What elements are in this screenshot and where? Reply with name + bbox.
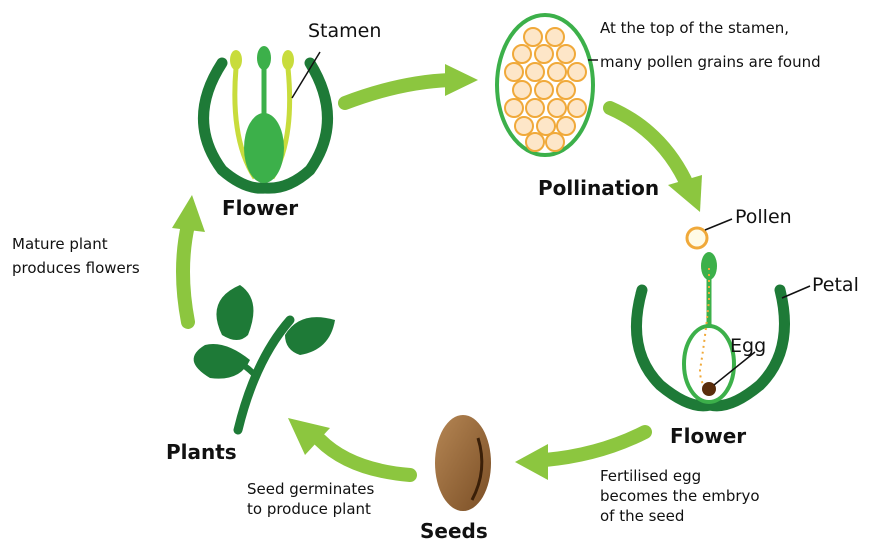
pollen-grain xyxy=(526,63,544,81)
pollen-grain xyxy=(568,99,586,117)
pollen-grain xyxy=(546,28,564,46)
flower-top-illustration xyxy=(204,46,328,188)
pollen-grain xyxy=(557,45,575,63)
pollen-grain xyxy=(557,117,575,135)
pollen-grain xyxy=(524,28,542,46)
fertilised-egg-note: Fertilised egg becomes the embryo of the… xyxy=(600,466,760,526)
pollen-grain xyxy=(557,81,575,99)
seed-illustration xyxy=(435,415,491,511)
pollen-grain xyxy=(546,133,564,151)
germinate-note: Seed germinates to produce plant xyxy=(247,479,374,519)
pollen-grain xyxy=(535,45,553,63)
petal-label: Petal xyxy=(812,274,859,296)
stage-pollination-label: Pollination xyxy=(538,176,659,200)
pollen-grain xyxy=(535,81,553,99)
pollen-grain xyxy=(515,117,533,135)
germinate-note-line-2: to produce plant xyxy=(247,499,374,519)
mature-note-line-2: produces flowers xyxy=(12,256,140,280)
stage-seeds-label: Seeds xyxy=(420,519,488,543)
pollen-grain xyxy=(568,63,586,81)
stage-flower-right-label: Flower xyxy=(670,424,746,448)
mature-note-line-1: Mature plant xyxy=(12,232,140,256)
stage-plants-label: Plants xyxy=(166,440,237,464)
fertilised-note-line-3: of the seed xyxy=(600,506,760,526)
pollen-sac-illustration xyxy=(497,15,598,155)
pollen-grain xyxy=(548,99,566,117)
pollen-grain xyxy=(505,99,523,117)
pollen-grain xyxy=(548,63,566,81)
stamen-label: Stamen xyxy=(308,20,381,42)
egg-icon xyxy=(702,382,716,396)
fertilised-note-line-1: Fertilised egg xyxy=(600,466,760,486)
pollen-grain xyxy=(526,133,544,151)
pollen-grain xyxy=(505,63,523,81)
cycle-arrow-flower-to-pollen xyxy=(345,64,478,103)
germinate-note-line-1: Seed germinates xyxy=(247,479,374,499)
pollen-label: Pollen xyxy=(735,206,792,228)
cycle-arrow-plants-to-flower xyxy=(172,195,205,322)
pollen-grain-icon xyxy=(687,228,707,248)
pollen-grain xyxy=(513,81,531,99)
stamen-top-note-line-1: At the top of the stamen, xyxy=(600,17,821,39)
mature-plant-note: Mature plant produces flowers xyxy=(12,232,140,280)
cycle-arrow-seeds-to-plants xyxy=(288,418,410,475)
stamen-top-note: At the top of the stamen, many pollen gr… xyxy=(600,17,821,73)
stamen-top-note-line-2: many pollen grains are found xyxy=(600,51,821,73)
egg-label: Egg xyxy=(730,335,766,357)
pollen-grain xyxy=(513,45,531,63)
fertilised-note-line-2: becomes the embryo xyxy=(600,486,760,506)
plant-illustration xyxy=(194,285,335,430)
flower-right-illustration xyxy=(636,219,810,406)
stage-flower-top-label: Flower xyxy=(222,196,298,220)
pollen-grain xyxy=(537,117,555,135)
pollen-grain xyxy=(526,99,544,117)
